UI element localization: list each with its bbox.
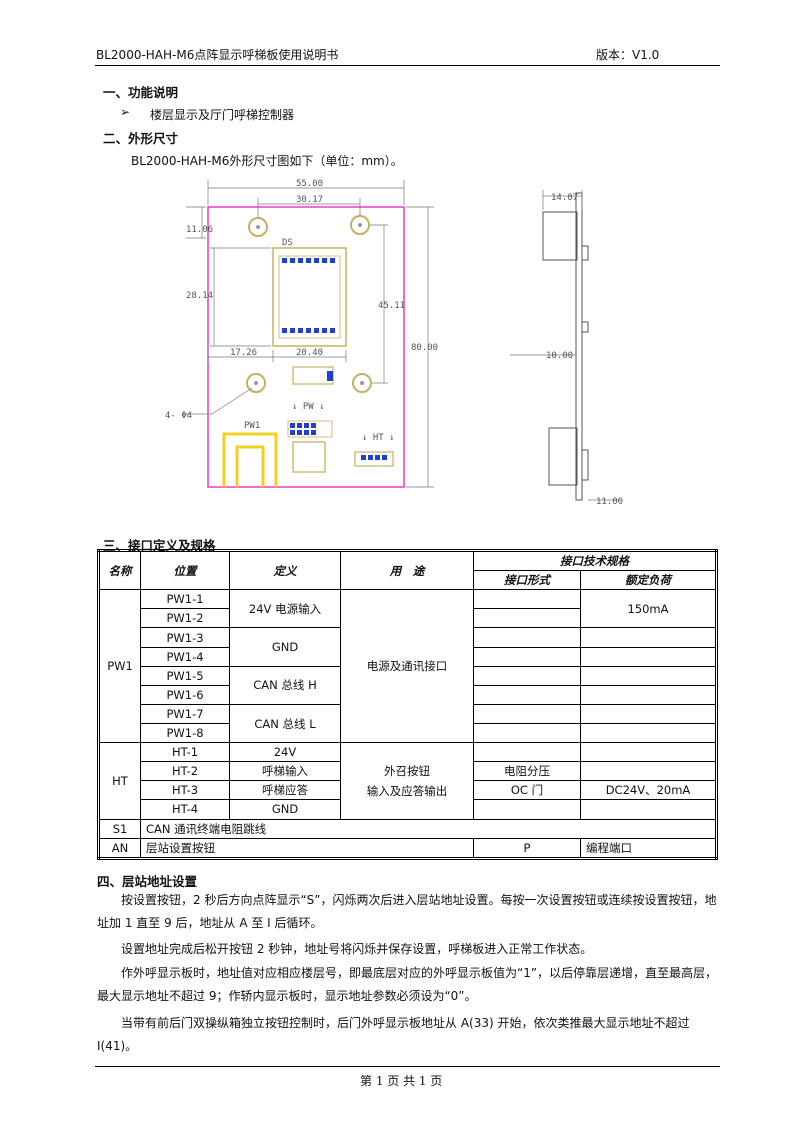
silk-ds: DS — [282, 238, 293, 248]
pos-cell: HT-4 — [140, 799, 230, 820]
dim-hole-spacing: 30.17 — [296, 195, 323, 205]
pos-cell: PW1-8 — [140, 722, 230, 744]
pos-cell: PW1-5 — [140, 665, 230, 686]
dim-left: 17.26 — [230, 348, 257, 358]
p-def: 编程端口 — [580, 837, 717, 860]
def-cell: GND — [229, 799, 341, 820]
bullet-arrow-icon: ➢ — [120, 105, 131, 119]
s1-name: S1 — [98, 818, 141, 839]
table-row: PW1-2 — [99, 608, 717, 629]
paragraph-3: 作外呼显示板时，地址值对应相应楼层号，即最底层对应的外呼显示板值为“1”，以后停… — [97, 966, 718, 1003]
function-bullet: 楼层显示及厅门呼梯控制器 — [150, 108, 295, 122]
dim-module-h: 28.14 — [186, 291, 213, 301]
ht-connector — [354, 451, 394, 467]
table-row: HT HT-1 24V 外召按钮输入及应答输出 — [98, 742, 717, 820]
paragraph-2: 设置地址完成后松开按钮 2 秒钟，地址号将闪烁并保存设置，呼梯板进入正常工作状态… — [121, 942, 593, 956]
dim-top: 11.06 — [186, 225, 213, 235]
table-row: PW1-6 — [99, 684, 717, 705]
th-position: 位置 — [140, 549, 230, 591]
side-view — [542, 192, 589, 501]
silk-pw: ↓ PW ↓ — [292, 402, 325, 412]
def-cell: 呼梯应答 — [229, 780, 341, 801]
th-load: 额定负荷 — [580, 570, 717, 591]
paragraph-1: 按设置按钮，2 秒后方向点阵显示“S”，闪烁两次后进入层站地址设置。每按一次设置… — [97, 893, 717, 930]
pos-cell: PW1-2 — [140, 608, 230, 629]
page-number: 第 1 页 共 1 页 — [360, 1074, 443, 1088]
silk-ht: ↓ HT ↓ — [362, 433, 395, 443]
dot-matrix-module — [272, 247, 347, 347]
dim-height: 80.00 — [411, 343, 438, 353]
pos-cell: PW1-7 — [140, 703, 230, 725]
table-row: PW1 PW1-1 24V 电源输入 电源及通讯接口 150mA — [98, 589, 717, 744]
board-outline — [207, 206, 405, 488]
ht-name: HT — [98, 742, 141, 820]
side-dim-mid: 10.00 — [546, 351, 573, 361]
header-rule — [95, 65, 720, 66]
interface-table: 名称 位置 定义 用 途 接口技术规格 接口形式 额定负荷 PW1 PW1-1 … — [97, 549, 718, 860]
paragraph-4: 当带有前后门双操纵箱独立按钮控制时，后门外呼显示板地址从 A(33) 开始，依次… — [97, 1016, 690, 1053]
form-cell: OC 门 — [473, 780, 581, 801]
pw1-terminal — [222, 432, 278, 487]
def-cell: 24V — [229, 742, 341, 763]
pos-cell: PW1-3 — [140, 627, 230, 648]
pos-cell: HT-1 — [140, 742, 230, 763]
pos-cell: HT-2 — [140, 761, 230, 782]
th-form: 接口形式 — [473, 570, 581, 591]
def-cell: CAN 总线 L — [229, 703, 341, 744]
hole-bottom-right-icon — [352, 373, 372, 393]
doc-version: 版本：V1.0 — [596, 48, 660, 62]
def-cell: GND — [229, 627, 341, 667]
module-pins — [282, 258, 335, 333]
section-4-title: 四、层站地址设置 — [97, 874, 198, 889]
pw-connector-pins — [290, 423, 316, 435]
pw-connector-body — [292, 441, 326, 473]
silk-pw1: PW1 — [244, 421, 260, 431]
table-row: AN 层站设置按钮 P 编程端口 — [98, 837, 717, 860]
def-cell: 24V 电源输入 — [229, 589, 341, 629]
load-cell: DC24V、20mA — [580, 780, 717, 801]
def-cell: CAN 总线 H — [229, 665, 341, 705]
def-cell: 呼梯输入 — [229, 761, 341, 782]
table-row: S1 CAN 通讯终端电阻跳线 — [98, 818, 717, 839]
dim-width: 55.00 — [296, 179, 323, 189]
dim-hole-v: 45.11 — [378, 301, 405, 311]
pos-cell: PW1-6 — [140, 684, 230, 705]
th-name: 名称 — [98, 549, 141, 591]
table-row: PW1-8 — [99, 722, 717, 744]
th-usage: 用 途 — [340, 549, 474, 591]
side-dim-bot: 11.00 — [596, 497, 623, 507]
dimension-intro: BL2000-HAH-M6外形尺寸图如下（单位：mm）。 — [131, 154, 403, 168]
use-cell: 外召按钮输入及应答输出 — [340, 742, 474, 820]
pw1-name: PW1 — [98, 589, 141, 744]
an-name: AN — [98, 837, 141, 860]
th-definition: 定义 — [229, 549, 341, 591]
s1-def: CAN 通讯终端电阻跳线 — [140, 818, 717, 839]
form-cell: 电阻分压 — [473, 761, 581, 782]
load-cell: 150mA — [580, 589, 717, 629]
table-row: PW1-4 — [99, 646, 717, 667]
p-name: P — [473, 837, 581, 860]
doc-title: BL2000-HAH-M6点阵显示呼梯板使用说明书 — [96, 48, 339, 62]
section-1-title: 一、功能说明 — [103, 85, 179, 100]
footer-rule — [95, 1066, 720, 1067]
outline-drawing: DS PW1 ↓ PW ↓ ↓ HT ↓ 55.00 30.17 11.06 2… — [165, 179, 623, 507]
hole-bottom-left-icon — [246, 373, 266, 393]
side-dim-top: 14.07 — [551, 193, 578, 203]
th-spec: 接口技术规格 — [473, 549, 717, 572]
dim-module-w: 20.40 — [296, 348, 323, 358]
dim-hole-label: 4- Φ4 — [165, 411, 192, 421]
use-cell: 电源及通讯接口 — [340, 589, 474, 744]
pos-cell: HT-3 — [140, 780, 230, 801]
an-def: 层站设置按钮 — [140, 837, 474, 860]
section-2-title: 二、外形尺寸 — [103, 131, 179, 146]
pos-cell: PW1-1 — [140, 589, 230, 610]
pos-cell: PW1-4 — [140, 646, 230, 667]
mounting-holes — [246, 215, 372, 393]
